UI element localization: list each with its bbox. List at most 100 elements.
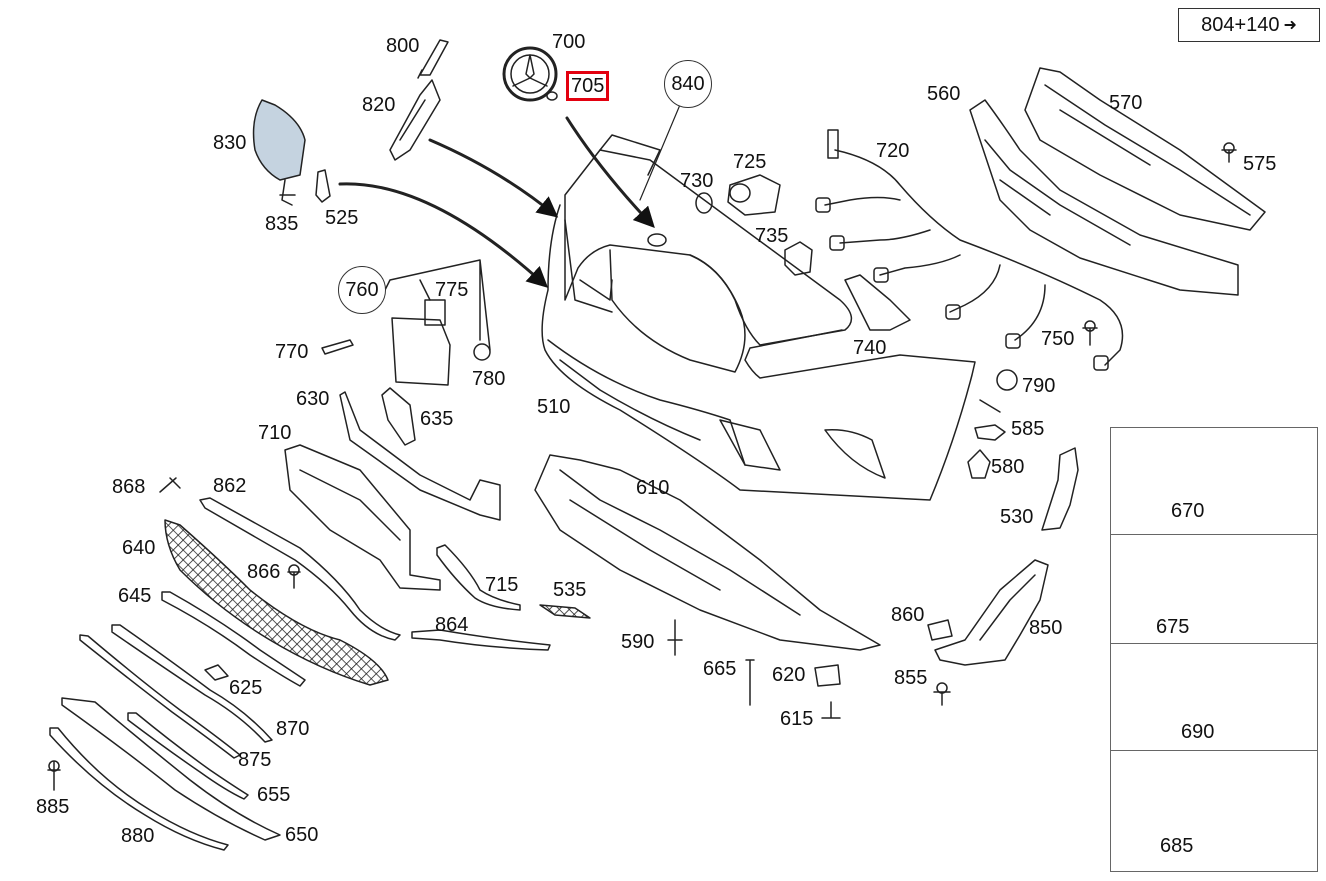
crossmember-710-part (284, 444, 441, 591)
label-800[interactable]: 800 (386, 35, 420, 57)
label-835[interactable]: 835 (265, 213, 299, 235)
rail-630-part (339, 391, 501, 521)
trim-800-part (417, 39, 449, 79)
label-830[interactable]: 830 (213, 132, 247, 154)
label-585[interactable]: 585 (1011, 418, 1045, 440)
label-875[interactable]: 875 (238, 749, 272, 771)
label-780[interactable]: 780 (472, 368, 506, 390)
rivet-665-part (745, 659, 755, 706)
carrier-560-part (969, 99, 1239, 296)
label-855[interactable]: 855 (894, 667, 928, 689)
label-630[interactable]: 630 (296, 388, 330, 410)
screw-590-part (667, 619, 683, 656)
clip-775-part (424, 299, 446, 326)
strip-870-part (111, 624, 273, 743)
pin-885-part (47, 761, 61, 791)
label-535[interactable]: 535 (553, 579, 587, 601)
ring-730-part (695, 192, 713, 214)
bracket-625-part (204, 664, 229, 681)
label-725[interactable]: 725 (733, 151, 767, 173)
label-560[interactable]: 560 (927, 83, 961, 105)
label-650[interactable]: 650 (285, 824, 319, 846)
bracket-525-part (315, 169, 331, 203)
label-820[interactable]: 820 (362, 94, 396, 116)
sensor-725-part (727, 174, 781, 216)
panel-685 (1110, 750, 1318, 872)
reference-label: 804+140 (1201, 13, 1280, 36)
label-530[interactable]: 530 (1000, 506, 1034, 528)
clip-705-part (546, 91, 558, 101)
trim-715-part (436, 544, 521, 611)
label-864[interactable]: 864 (435, 614, 469, 636)
label-700[interactable]: 700 (552, 31, 586, 53)
label-610[interactable]: 610 (636, 477, 670, 499)
screw-770-part (321, 339, 354, 355)
sensor-585-part (974, 424, 1006, 441)
bumper-cover-part (541, 134, 976, 501)
clip-860-part (927, 619, 953, 641)
bracket-530-part (1041, 447, 1079, 531)
label-615[interactable]: 615 (780, 708, 814, 730)
plug-780-part (473, 343, 491, 361)
label-770[interactable]: 770 (275, 341, 309, 363)
label-635[interactable]: 635 (420, 408, 454, 430)
label-862[interactable]: 862 (213, 475, 247, 497)
label-580[interactable]: 580 (991, 456, 1025, 478)
strip-864-part (411, 629, 551, 651)
label-645[interactable]: 645 (118, 585, 152, 607)
label-710[interactable]: 710 (258, 422, 292, 444)
callout-760[interactable]: 760 (338, 266, 386, 314)
label-850[interactable]: 850 (1029, 617, 1063, 639)
label-655[interactable]: 655 (257, 784, 291, 806)
label-690[interactable]: 690 (1181, 721, 1215, 743)
label-866[interactable]: 866 (247, 561, 281, 583)
strip-645-part (161, 591, 306, 687)
sensor-735-part (784, 241, 813, 276)
label-525[interactable]: 525 (325, 207, 359, 229)
reference-box[interactable]: 804+140 ➜ (1178, 8, 1320, 42)
label-720[interactable]: 720 (876, 140, 910, 162)
trim-820-part (389, 79, 441, 161)
label-510[interactable]: 510 (537, 396, 571, 418)
label-880[interactable]: 880 (121, 825, 155, 847)
label-625[interactable]: 625 (229, 677, 263, 699)
label-575[interactable]: 575 (1243, 153, 1277, 175)
duct-850-part (934, 559, 1049, 666)
bracket-635-part (381, 387, 416, 446)
emblem-700-part (502, 46, 558, 102)
label-675[interactable]: 675 (1156, 616, 1190, 638)
plate-760-part (391, 317, 451, 386)
strip-650-part (61, 697, 281, 841)
label-705-highlighted[interactable]: 705 (566, 71, 610, 101)
trim-830-part (252, 99, 306, 181)
strip-655-part (127, 712, 249, 800)
label-868[interactable]: 868 (112, 476, 146, 498)
sensor-580-part (967, 449, 991, 479)
label-620[interactable]: 620 (772, 664, 806, 686)
label-590[interactable]: 590 (621, 631, 655, 653)
pin-868-part (159, 477, 181, 493)
label-685[interactable]: 685 (1160, 835, 1194, 857)
label-775[interactable]: 775 (435, 279, 469, 301)
label-665[interactable]: 665 (703, 658, 737, 680)
label-715[interactable]: 715 (485, 574, 519, 596)
panel-690 (1110, 643, 1318, 751)
label-640[interactable]: 640 (122, 537, 156, 559)
label-670[interactable]: 670 (1171, 500, 1205, 522)
strip-862-part (199, 497, 401, 641)
label-885[interactable]: 885 (36, 796, 70, 818)
callout-840[interactable]: 840 (664, 60, 712, 108)
label-730[interactable]: 730 (680, 170, 714, 192)
sensor-790-part (996, 369, 1018, 391)
label-735[interactable]: 735 (755, 225, 789, 247)
grille-535-part (539, 604, 591, 619)
label-750[interactable]: 750 (1041, 328, 1075, 350)
screw-575-part (1221, 149, 1237, 163)
label-860[interactable]: 860 (891, 604, 925, 626)
label-790[interactable]: 790 (1022, 375, 1056, 397)
label-570[interactable]: 570 (1109, 92, 1143, 114)
screw-855-part (933, 691, 951, 706)
panel-675 (1110, 534, 1318, 644)
label-740[interactable]: 740 (853, 337, 887, 359)
label-870[interactable]: 870 (276, 718, 310, 740)
